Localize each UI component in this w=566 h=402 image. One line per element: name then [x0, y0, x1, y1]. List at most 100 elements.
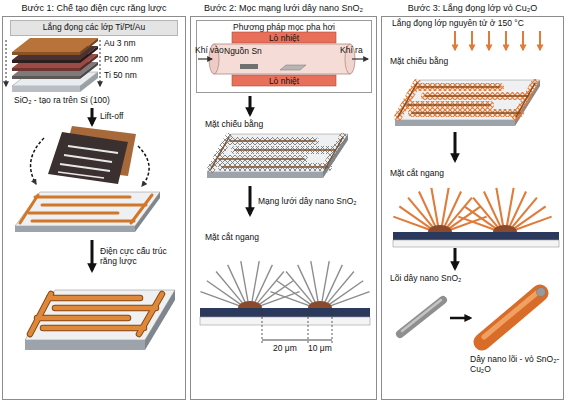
comb-electrode	[30, 294, 51, 334]
core-shell-network-plan	[425, 95, 528, 97]
nanowire-rods	[400, 300, 443, 334]
comb-electrode	[25, 290, 175, 340]
label: 20 μm	[273, 343, 297, 353]
nanowire-network-plan	[211, 137, 229, 169]
dimension-lines	[262, 309, 263, 344]
header-bar: Lắng đọng các lớp Ti/Pt/Au	[10, 20, 178, 36]
layer-stack	[12, 60, 80, 63]
comb-electrode	[43, 326, 144, 331]
label: 10 μm	[308, 343, 332, 353]
core-shell-network-plan	[398, 83, 417, 117]
label: Mặt cắt ngang	[390, 168, 444, 178]
dimension-lines	[308, 309, 309, 344]
nanowire-network-plan	[207, 134, 348, 172]
nanowire-network-plan	[219, 155, 304, 163]
comb-electrode	[30, 294, 162, 334]
layer-stack	[12, 76, 80, 79]
label: Lift-off	[100, 111, 123, 121]
nanowire-network-plan	[211, 137, 343, 169]
core-shell-cross-section	[393, 188, 559, 247]
nanowire-network-plan	[211, 137, 343, 169]
label: Điện cực cấu trúc răng lược	[100, 246, 180, 266]
label: Mặt chiếu bằng	[390, 56, 448, 66]
layer-stack	[12, 62, 98, 76]
lift-off-plates	[58, 172, 104, 178]
label: Mặt chiếu bằng	[205, 119, 263, 129]
core-shell-network-plan	[407, 101, 490, 109]
layer-stack	[12, 52, 80, 55]
nanowire-cross-section	[200, 308, 370, 317]
comb-electrode	[49, 296, 140, 301]
layer-stack	[80, 62, 98, 79]
nanowire-cross-section	[200, 261, 299, 306]
core-shell-cross-section	[493, 225, 517, 232]
step-arrow	[250, 96, 251, 214]
step-arrow	[450, 132, 470, 318]
core-shell-network-plan	[516, 83, 535, 117]
label: Au 3 nm	[104, 38, 136, 48]
core-shell-network-plan	[516, 83, 535, 117]
label: Ti 50 nm	[104, 70, 137, 80]
panel-heading: Bước 2: Mọc mạng lưới dây nano SnO₂	[191, 2, 376, 14]
comb-electrode	[145, 290, 175, 350]
core-shell-network-plan	[395, 80, 540, 126]
nanowire-cross-section	[238, 301, 262, 308]
nanowire-network-plan	[325, 137, 343, 169]
core-shell-network-plan	[515, 80, 540, 126]
step-arrow	[92, 240, 93, 270]
stack-arrows	[6, 40, 7, 86]
layer-stack	[80, 38, 98, 55]
step-arrow	[450, 317, 470, 320]
nanowire-network-plan	[235, 149, 335, 151]
step-panel: Bước 2: Mọc mạng lưới dây nano SnO₂Phươn…	[190, 16, 377, 400]
nanowire-network-plan	[207, 134, 348, 178]
core-shell-network-plan	[398, 83, 535, 117]
lift-off-plates	[68, 146, 118, 153]
core-shell-network-plan	[407, 104, 490, 106]
nanowire-rods	[400, 288, 546, 343]
label: Mặt cắt ngang	[205, 232, 259, 242]
stack-arrows	[6, 40, 100, 124]
nanowire-rods	[537, 288, 546, 297]
substrate-with-comb	[29, 212, 118, 215]
step-arrow	[454, 132, 457, 160]
core-shell-cross-section	[393, 188, 486, 230]
step-arrow	[249, 186, 252, 214]
step-panel: Bước 1: Chế tạo điện cực răng lượcLắng đ…	[2, 16, 186, 400]
nanowire-network-plan	[219, 158, 304, 160]
core-shell-network-plan	[412, 109, 520, 117]
deposition-arrows	[522, 31, 524, 50]
lift-off-plates	[64, 155, 112, 162]
deposition-arrows	[455, 31, 540, 50]
substrate-with-comb	[15, 192, 160, 232]
comb-electrode	[30, 294, 162, 334]
substrate-with-comb	[20, 195, 38, 223]
comb-electrode	[55, 305, 156, 312]
comb-electrode	[37, 315, 128, 322]
core-shell-network-plan	[412, 112, 520, 114]
layer-stack	[12, 38, 98, 92]
nanowire-cross-section	[308, 301, 332, 308]
core-shell-network-plan	[418, 83, 500, 91]
substrate-with-comb	[15, 192, 160, 226]
dimension-lines	[332, 309, 333, 344]
lift-off-plates	[31, 126, 150, 186]
label: Khí ra	[340, 45, 363, 55]
label: Mạng lưới dây nano SnO₂	[258, 196, 370, 206]
deposition-arrows	[471, 31, 473, 50]
comb-electrode	[25, 340, 145, 350]
core-shell-cross-section	[393, 232, 559, 240]
step-panel: Bước 3: Lắng đọng lớp vỏ Cu₂O	[381, 16, 564, 400]
nanowire-rods	[402, 300, 441, 331]
nanowire-network-plan	[222, 166, 328, 168]
layer-stack	[12, 72, 98, 86]
comb-electrode	[30, 294, 51, 334]
nanowire-network-plan	[230, 140, 315, 142]
substrate-with-comb	[20, 195, 152, 223]
dimension-lines	[262, 309, 332, 344]
stack-arrows	[100, 40, 101, 86]
comb-electrode	[49, 295, 140, 302]
substrate-with-comb	[32, 220, 134, 223]
nanowire-network-plan	[323, 134, 348, 178]
comb-electrode	[43, 325, 144, 332]
